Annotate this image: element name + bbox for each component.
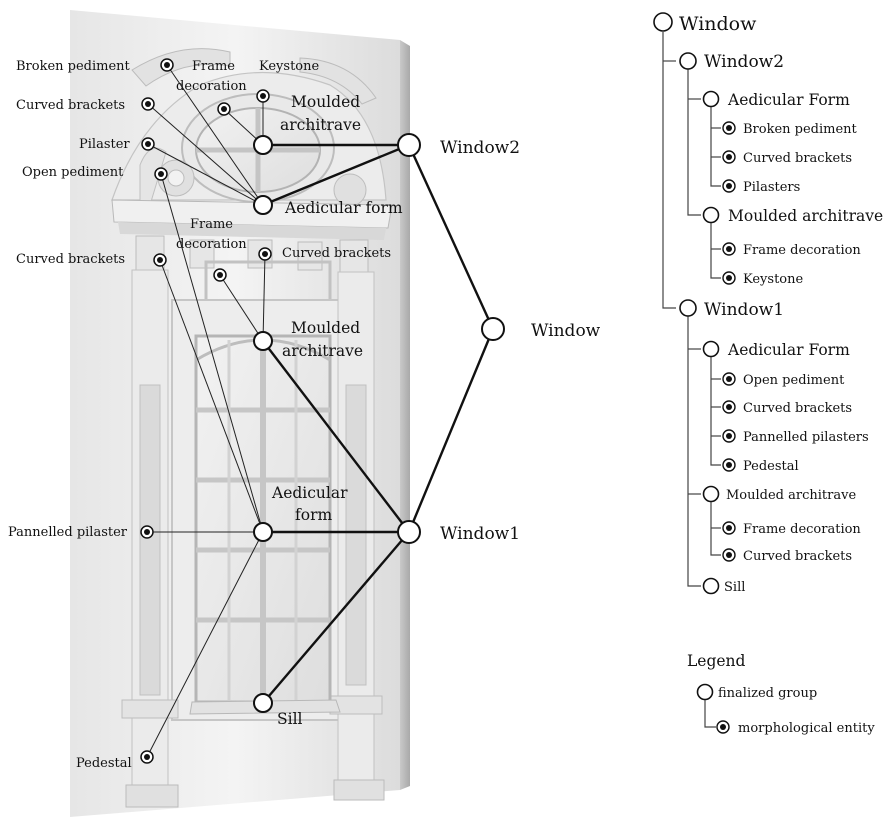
window2-node	[397, 133, 421, 157]
tree-label-w1-arch-item-1: Curved brackets	[743, 549, 852, 564]
tree-node-w1-architrave	[702, 485, 720, 503]
tree-label-w1-sill: Sill	[724, 580, 745, 595]
tree-label-w2-arch-item-1: Keystone	[743, 272, 803, 287]
tree-entity-nodes	[722, 121, 736, 562]
tree-label-window2: Window2	[704, 52, 784, 72]
tree-node-w1-aedicular	[702, 340, 720, 358]
curved-brackets-mid-left-marker	[153, 253, 167, 267]
label-aedicular-form-top: Aedicular form	[284, 199, 403, 217]
label-aedicular-form-bottom-1: Aedicular	[271, 484, 348, 502]
moulded-architrave-bottom-node	[253, 331, 273, 351]
label-curved-brackets-top: Curved brackets	[16, 98, 125, 113]
aedicular-form-top-node	[253, 195, 273, 215]
tree-connectors	[662, 32, 721, 587]
entity-labels: Broken pediment Frame decoration Keyston…	[8, 59, 391, 771]
hierarchy-tree: Window Window2 Aedicular Form Broken ped…	[653, 12, 883, 595]
tree-node-w2-aedicular	[702, 90, 720, 108]
legend: Legend finalized group morphological ent…	[687, 652, 875, 736]
label-broken-pediment: Broken pediment	[16, 59, 131, 74]
entity-markers	[140, 58, 272, 764]
tree-node-window2	[679, 52, 697, 70]
label-curved-brackets-mid-right: Curved brackets	[282, 246, 391, 261]
label-open-pediment: Open pediment	[22, 165, 124, 180]
tree-label-w1-item-1: Curved brackets	[743, 401, 852, 416]
pedestal-marker	[140, 750, 154, 764]
aedicular-form-bottom-node	[253, 522, 273, 542]
frame-decoration-top-marker	[217, 102, 231, 116]
curved-brackets-top-marker	[141, 97, 155, 111]
legend-entity-label: morphological entity	[738, 721, 875, 736]
curved-brackets-mid-right-marker	[258, 247, 272, 261]
label-aedicular-form-bottom-2: form	[295, 506, 332, 524]
frame-decoration-mid-marker	[213, 268, 227, 282]
tree-label-w1-architrave: Moulded architrave	[726, 488, 856, 503]
leader-lines	[146, 64, 266, 758]
label-window: Window	[531, 321, 601, 341]
legend-entity-symbol	[716, 720, 730, 734]
label-moulded-architrave-bottom-1: Moulded	[291, 319, 360, 337]
label-frame-decoration-top-1: Frame	[192, 59, 235, 74]
group-labels: Moulded architrave Aedicular form Moulde…	[271, 93, 601, 728]
tree-label-w2-arch-item-0: Frame decoration	[743, 243, 861, 258]
label-pannelled-pilaster: Pannelled pilaster	[8, 525, 128, 540]
label-pedestal: Pedestal	[76, 756, 132, 771]
moulded-architrave-top-node	[253, 135, 273, 155]
tree-label-w2-item-1: Curved brackets	[743, 151, 852, 166]
legend-title: Legend	[687, 652, 746, 670]
window-node	[481, 317, 505, 341]
legend-group-label: finalized group	[718, 686, 817, 701]
group-nodes	[253, 133, 505, 713]
label-window1: Window1	[440, 524, 520, 544]
tree-node-window	[653, 12, 673, 32]
tree-label-window: Window	[679, 13, 757, 35]
tree-label-w1-aedicular: Aedicular Form	[727, 341, 850, 359]
pannelled-pilaster-marker	[140, 525, 154, 539]
tree-label-w2-item-2: Pilasters	[743, 180, 800, 195]
label-moulded-architrave-top-1: Moulded	[291, 93, 360, 111]
label-frame-decoration-mid-1: Frame	[190, 217, 233, 232]
label-pilaster: Pilaster	[79, 137, 130, 152]
legend-group-symbol	[696, 683, 714, 701]
label-window2: Window2	[440, 138, 520, 158]
label-frame-decoration-mid-2: decoration	[176, 237, 247, 252]
tree-node-w1-sill	[702, 577, 720, 595]
tree-label-w1-item-0: Open pediment	[743, 373, 845, 388]
tree-label-w2-aedicular: Aedicular Form	[727, 91, 850, 109]
keystone-marker	[256, 89, 270, 103]
sill-node	[253, 693, 273, 713]
pilaster-marker	[141, 137, 155, 151]
tree-node-w2-architrave	[702, 206, 720, 224]
window1-node	[397, 520, 421, 544]
label-moulded-architrave-bottom-2: architrave	[282, 342, 363, 360]
label-curved-brackets-mid-left: Curved brackets	[16, 252, 125, 267]
tree-label-w1-item-3: Pedestal	[743, 459, 799, 474]
label-moulded-architrave-top-2: architrave	[280, 116, 361, 134]
hierarchy-lines	[262, 143, 495, 704]
tree-label-w2-item-0: Broken pediment	[743, 122, 858, 137]
label-keystone: Keystone	[259, 59, 319, 74]
tree-node-window1	[679, 299, 697, 317]
tree-label-w1-arch-item-0: Frame decoration	[743, 522, 861, 537]
tree-group-nodes	[653, 12, 720, 595]
tree-label-w1-item-2: Pannelled pilasters	[743, 430, 869, 445]
label-sill: Sill	[277, 710, 303, 728]
broken-pediment-marker	[160, 58, 174, 72]
label-frame-decoration-top-2: decoration	[176, 79, 247, 94]
open-pediment-marker	[154, 167, 168, 181]
tree-label-w2-architrave: Moulded architrave	[728, 207, 883, 225]
tree-label-window1: Window1	[704, 300, 784, 320]
pilasters	[121, 269, 385, 808]
